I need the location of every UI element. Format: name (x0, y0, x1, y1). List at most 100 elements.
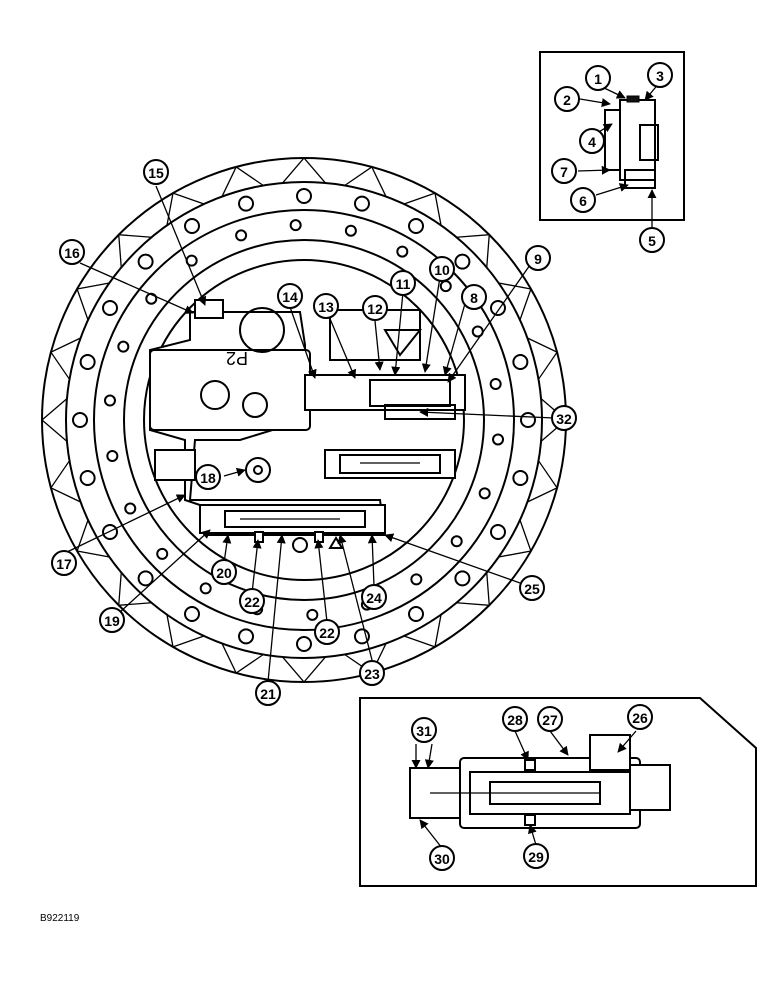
bolt-hole (102, 300, 119, 316)
callout-label: 7 (560, 164, 568, 180)
housing-lobe (282, 656, 326, 683)
housing-lobe (49, 460, 81, 503)
bolt-hole (102, 524, 119, 540)
callout-label: 6 (579, 193, 587, 209)
motor-housing (41, 157, 567, 683)
housing-lobe (76, 519, 110, 558)
bolt-hole (344, 224, 357, 237)
callout-28: 28 (502, 706, 528, 732)
callout-label: 22 (319, 625, 335, 641)
housing-lobe (41, 398, 68, 442)
callout-label: 4 (588, 134, 596, 150)
housing-lobe (456, 572, 490, 606)
housing-lobe (221, 165, 264, 197)
housing-lobe (76, 282, 110, 321)
callout-3: 3 (647, 62, 673, 88)
callout-7: 7 (551, 158, 577, 184)
bolt-hole (137, 570, 154, 587)
callout-9: 9 (525, 245, 551, 271)
bolt-hole (520, 412, 536, 428)
housing-lobe (282, 157, 326, 184)
callout-20: 20 (211, 559, 237, 585)
inset-detail-top (539, 51, 685, 221)
bolt-hole (489, 300, 506, 316)
bolt-hole (396, 245, 409, 258)
valve-block: P2 (149, 299, 387, 536)
housing-lobe (49, 337, 81, 380)
callout-label: 18 (200, 470, 216, 486)
callout-19: 19 (99, 607, 125, 633)
callout-12: 12 (362, 295, 388, 321)
housing-lobe (456, 234, 490, 268)
bolt-hole (184, 605, 200, 622)
spool-assembly-lower (199, 504, 386, 553)
callout-label: 28 (507, 712, 523, 728)
callout-label: 17 (56, 556, 72, 572)
callout-1: 1 (585, 65, 611, 91)
bolt-hole (79, 469, 96, 486)
callout-label: 14 (282, 289, 298, 305)
callout-11: 11 (390, 270, 416, 296)
bolt-hole (184, 218, 200, 235)
p2-marking: P2 (226, 348, 248, 368)
bolt-hole (489, 524, 506, 540)
callout-13: 13 (313, 293, 339, 319)
callout-18: 18 (195, 464, 221, 490)
housing-lobe (166, 614, 205, 648)
spool-assembly-upper (304, 309, 466, 479)
callout-label: 2 (563, 92, 571, 108)
callout-30: 30 (429, 845, 455, 871)
callout-2: 2 (554, 86, 580, 112)
callout-24: 24 (361, 584, 387, 610)
callout-21: 21 (255, 680, 281, 706)
outer-bolt-holes (72, 188, 536, 652)
housing-lobes (41, 157, 567, 683)
bolt-hole (408, 605, 424, 622)
bolt-hole (478, 487, 491, 500)
callout-label: 1 (594, 71, 602, 87)
callout-29: 29 (523, 843, 549, 869)
leader-lines (64, 81, 661, 849)
bolt-hole (238, 628, 255, 645)
callout-label: 22 (244, 594, 260, 610)
callout-label: 27 (542, 712, 558, 728)
callout-5: 5 (639, 227, 665, 253)
callout-31: 31 (411, 717, 437, 743)
callout-label: 3 (656, 68, 664, 84)
bolt-hole (79, 354, 96, 371)
housing-lobe (166, 192, 205, 226)
callout-label: 16 (64, 245, 80, 261)
bolt-hole (353, 628, 370, 645)
bolt-hole (489, 378, 502, 391)
housing-lobe (344, 165, 387, 197)
bolt-hole (450, 535, 463, 548)
callout-label: 19 (104, 613, 120, 629)
callout-14: 14 (277, 283, 303, 309)
figure-code: B922119 (40, 913, 80, 924)
bolt-hole (238, 195, 255, 212)
bolt-hole (199, 582, 212, 595)
bolt-hole (306, 608, 319, 621)
callout-label: 5 (648, 233, 656, 249)
bolt-hole (408, 218, 424, 235)
bolt-hole (296, 188, 312, 204)
callout-16: 16 (59, 239, 85, 265)
callout-26: 26 (627, 704, 653, 730)
bolt-hole (117, 340, 130, 353)
bolt-hole (296, 636, 312, 652)
callout-22: 22 (314, 619, 340, 645)
bolt-hole (512, 469, 529, 486)
housing-lobe (118, 234, 152, 268)
callout-label: 20 (216, 565, 232, 581)
housing-lobe (527, 460, 559, 503)
inset-detail-bottom (359, 697, 757, 887)
bolt-hole (156, 547, 169, 560)
callout-25: 25 (519, 575, 545, 601)
bolt-hole (145, 292, 158, 305)
callout-label: 9 (534, 251, 542, 267)
housing-lobe (498, 282, 532, 321)
housing-lobe (527, 337, 559, 380)
callout-4: 4 (579, 128, 605, 154)
callout-23: 23 (359, 660, 385, 686)
